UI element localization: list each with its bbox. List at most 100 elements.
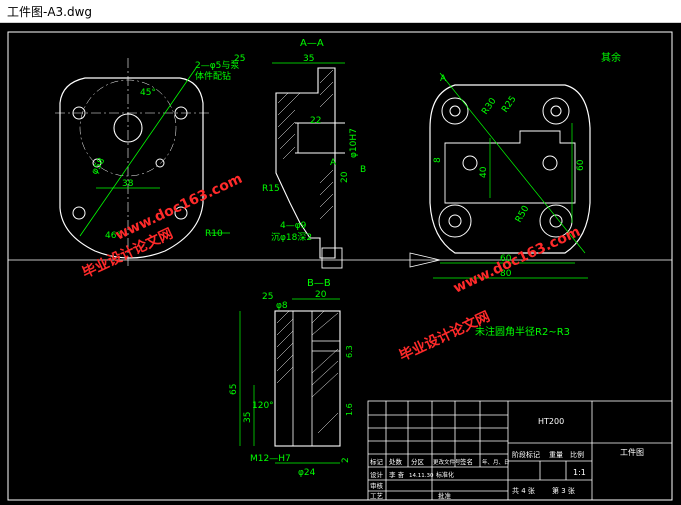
bb-dim-35: 35 xyxy=(243,412,253,423)
front-hole-mr xyxy=(155,158,165,168)
title-block-text: HT200 工件图 1:1 阶段标记 重量 比例 共 4 张 第 3 张 标记 … xyxy=(370,417,644,500)
aa-outline xyxy=(275,67,336,259)
front-outline xyxy=(59,77,204,259)
side-boss-tr xyxy=(542,97,570,125)
section-aa-label: A—A xyxy=(300,38,324,49)
aa-dim-d10: φ10H7 xyxy=(349,128,359,158)
front-radius: R10 xyxy=(205,229,223,239)
title-block xyxy=(367,400,673,501)
drawing-canvas[interactable]: 2—φ5与泵 体件配钻 25 45° 46° φ58 38 R10 A—A 35 xyxy=(0,23,681,505)
front-hole-note-2: 体件配钻 xyxy=(195,70,231,82)
side-arrow-marker xyxy=(409,252,441,268)
section-bb-label: B—B xyxy=(307,278,331,289)
tb-date: 年、月、日 xyxy=(482,458,510,466)
aa-mark-a: A xyxy=(330,158,337,168)
side-outline xyxy=(429,84,591,254)
bb-dim-2: 2 xyxy=(341,457,351,463)
aa-dim-r15: R15 xyxy=(262,184,280,194)
front-pitch-circle xyxy=(79,79,177,177)
aa-hatching xyxy=(277,69,334,220)
front-hole-tr xyxy=(174,106,188,120)
side-mark-a: A xyxy=(440,74,447,84)
aa-flange-detail xyxy=(321,247,343,269)
front-hole-br xyxy=(174,206,188,220)
front-angle-bottom: 46° xyxy=(105,231,121,241)
side-dim-h60: 60 xyxy=(576,159,586,171)
aa-dim-22: 22 xyxy=(310,116,321,126)
window-title: 工件图-A3.dwg xyxy=(7,5,93,19)
tb-ratio: 比例 xyxy=(570,450,584,459)
tb-weight: 重量 xyxy=(549,451,563,459)
title-bar: 工件图-A3.dwg xyxy=(0,0,681,23)
side-dim-w80: 80 xyxy=(500,269,512,279)
bb-angle: 120° xyxy=(252,401,274,411)
side-dim-r30: R30 xyxy=(480,96,499,116)
tb-zone: 分区 xyxy=(411,457,425,466)
bb-outline xyxy=(274,310,341,447)
front-leader-line xyxy=(79,67,197,237)
tb-material: HT200 xyxy=(538,417,564,426)
tb-count: 处数 xyxy=(389,457,403,466)
tb-review: 审核 xyxy=(370,481,384,490)
side-hole-bl xyxy=(448,214,462,228)
side-hole-br xyxy=(549,214,563,228)
bb-thread: M12—H7 xyxy=(250,454,291,464)
aa-holes-note: 4—φ9 xyxy=(280,221,307,231)
side-hole-mr xyxy=(542,155,558,171)
tb-sheet: 第 3 张 xyxy=(552,486,575,495)
side-hole-ml xyxy=(462,155,478,171)
front-hole-bl xyxy=(72,206,86,220)
tb-std: 标准化 xyxy=(436,471,454,479)
side-pocket xyxy=(444,130,576,204)
drawing-svg[interactable]: 2—φ5与泵 体件配钻 25 45° 46° φ58 38 R10 A—A 35 xyxy=(0,23,681,505)
side-dim-w60: 60 xyxy=(500,254,512,264)
front-hole-ml xyxy=(92,158,102,168)
side-boss-tl xyxy=(441,97,469,125)
front-dia: φ58 xyxy=(90,156,107,176)
bb-dim-20: 20 xyxy=(315,290,327,300)
bb-dim-25: 25 xyxy=(262,292,273,302)
front-width: 38 xyxy=(122,179,134,189)
aa-dim-35: 35 xyxy=(303,54,314,64)
front-angle-top: 45° xyxy=(140,88,156,98)
side-section-line xyxy=(439,72,586,254)
side-dim-r25: R25 xyxy=(500,94,518,114)
tb-designer-name: 李 奋 xyxy=(389,470,405,479)
bb-dim-d8: φ8 xyxy=(276,301,288,311)
tb-design-date: 14.11.30 xyxy=(409,473,434,479)
drawing-border xyxy=(7,31,673,501)
side-hole-tl xyxy=(449,105,461,117)
front-center-hole xyxy=(113,113,143,143)
bb-hatching xyxy=(276,310,339,434)
front-hole-note-1: 2—φ5与泵 xyxy=(195,60,239,71)
section-bb: B—B 20 25 φ8 xyxy=(229,278,354,478)
bb-dim-65: 65 xyxy=(229,384,239,395)
surface-note: 其余 xyxy=(601,51,621,64)
tb-sign: 签名 xyxy=(460,457,473,466)
title-block-frame xyxy=(367,400,673,501)
aa-dim-20: 20 xyxy=(340,171,350,183)
side-dim-h40: 40 xyxy=(479,166,489,178)
side-dim-h8: 8 xyxy=(433,157,443,163)
front-view: 2—φ5与泵 体件配钻 25 45° 46° φ58 38 R10 xyxy=(55,54,245,268)
front-hole-tl xyxy=(72,106,86,120)
tb-stage: 阶段标记 xyxy=(512,450,540,459)
tb-approve: 批准 xyxy=(438,491,452,500)
bb-roughness-2: 1.6 xyxy=(345,403,354,416)
bb-dim-d24: φ24 xyxy=(298,468,316,478)
tb-process: 工艺 xyxy=(370,492,384,500)
side-dim-r50: R50 xyxy=(514,204,532,225)
tb-sheets: 共 4 张 xyxy=(512,486,535,495)
tb-designer: 设计 xyxy=(370,470,384,479)
tb-part-name: 工件图 xyxy=(620,447,644,457)
aa-cbore-note: 沉φ18深2 xyxy=(271,232,312,243)
front-dim-25: 25 xyxy=(234,54,245,64)
bb-roughness-1: 6.3 xyxy=(345,345,354,358)
section-aa: A—A 35 22 φ10H7 20 xyxy=(262,38,366,269)
side-hole-tr xyxy=(550,105,562,117)
side-boss-bl xyxy=(438,204,472,238)
aa-mark-b: B xyxy=(360,165,366,175)
tb-mark: 标记 xyxy=(370,457,384,466)
tb-scale: 1:1 xyxy=(573,468,586,477)
